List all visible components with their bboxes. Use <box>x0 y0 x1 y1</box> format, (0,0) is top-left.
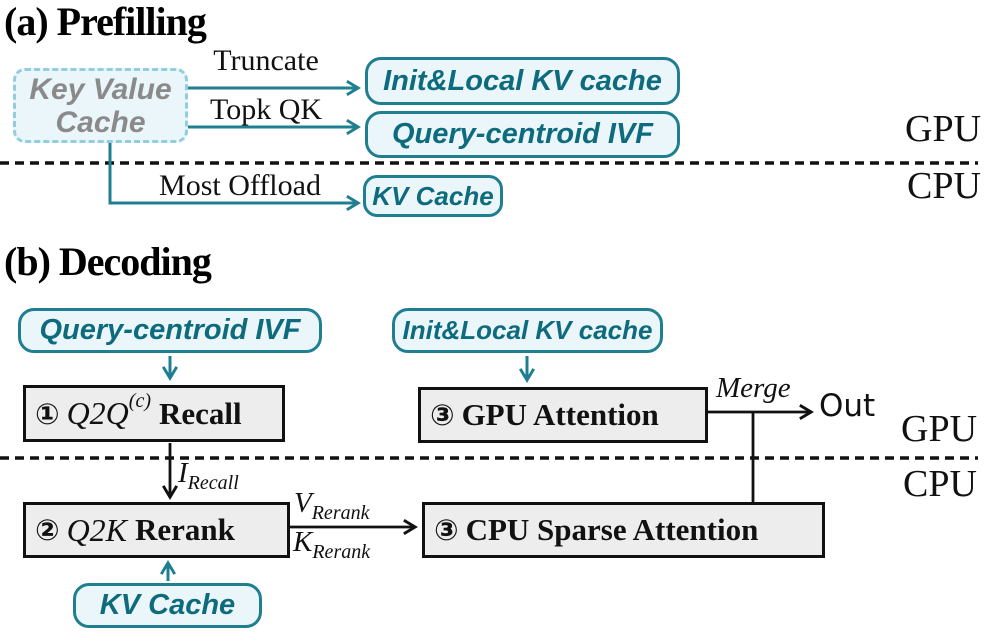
step-rerank-math: Q2K <box>66 511 128 548</box>
step-cpu-sparse-attention-box: ③ CPU Sparse Attention <box>422 502 825 558</box>
section-a-title: (a) Prefilling <box>4 0 207 44</box>
key-value-cache-line1: Key Value <box>29 72 172 106</box>
step-recall-number: ① <box>35 396 60 431</box>
cpu-zone-label-a: CPU <box>907 165 981 207</box>
merge-label: Merge <box>716 372 791 404</box>
section-b-title: (b) Decoding <box>4 239 212 284</box>
topk-qk-label: Topk QK <box>209 93 323 126</box>
key-value-cache-line2: Cache <box>55 105 146 139</box>
step-cpu-sparse-attention-label: CPU Sparse Attention <box>465 512 759 547</box>
i-recall-label: IRecall <box>178 457 239 493</box>
i-recall-base: I <box>178 457 188 489</box>
key-value-cache-source-box: Key Value Cache <box>13 68 188 143</box>
k-rerank-label: KRerank <box>293 526 370 562</box>
step-rerank-label: Rerank <box>135 512 235 547</box>
k-rerank-base: K <box>293 526 313 558</box>
truncate-label: Truncate <box>213 44 319 77</box>
v-rerank-base: V <box>294 487 312 519</box>
step-recall-box: ① Q2Q(c) Recall <box>23 385 285 442</box>
most-offload-label: Most Offload <box>159 169 321 202</box>
init-local-kv-cache-box-a: Init&Local KV cache <box>365 57 680 105</box>
step-rerank-box: ② Q2K Rerank <box>23 502 290 558</box>
kv-cache-box-a: KV Cache <box>363 175 503 217</box>
step-recall-math: Q2Q <box>66 395 129 431</box>
step-gpu-attention-label: GPU Attention <box>461 397 659 432</box>
init-local-kv-cache-box-b: Init&Local KV cache <box>392 308 663 353</box>
step-recall-superscript: (c) <box>128 390 151 412</box>
step-cpu-sparse-attention-number: ③ <box>434 513 459 547</box>
query-centroid-ivf-box-b: Query-centroid IVF <box>18 308 322 353</box>
step-rerank-number: ② <box>35 513 60 547</box>
step-gpu-attention-box: ③ GPU Attention <box>418 387 708 443</box>
gpu-zone-label-a: GPU <box>905 108 982 150</box>
cpu-zone-label-b: CPU <box>903 463 977 505</box>
gpu-zone-label-b: GPU <box>901 408 978 450</box>
query-centroid-ivf-box-a: Query-centroid IVF <box>365 111 680 158</box>
step-recall-label: Recall <box>158 395 242 431</box>
kv-cache-box-b: KV Cache <box>73 583 262 628</box>
out-label: Out <box>819 388 876 424</box>
v-rerank-label: VRerank <box>294 487 369 523</box>
v-rerank-subscript: Rerank <box>311 501 370 524</box>
i-recall-subscript: Recall <box>187 471 239 494</box>
k-rerank-subscript: Rerank <box>312 540 371 563</box>
step-gpu-attention-number: ③ <box>430 398 455 432</box>
